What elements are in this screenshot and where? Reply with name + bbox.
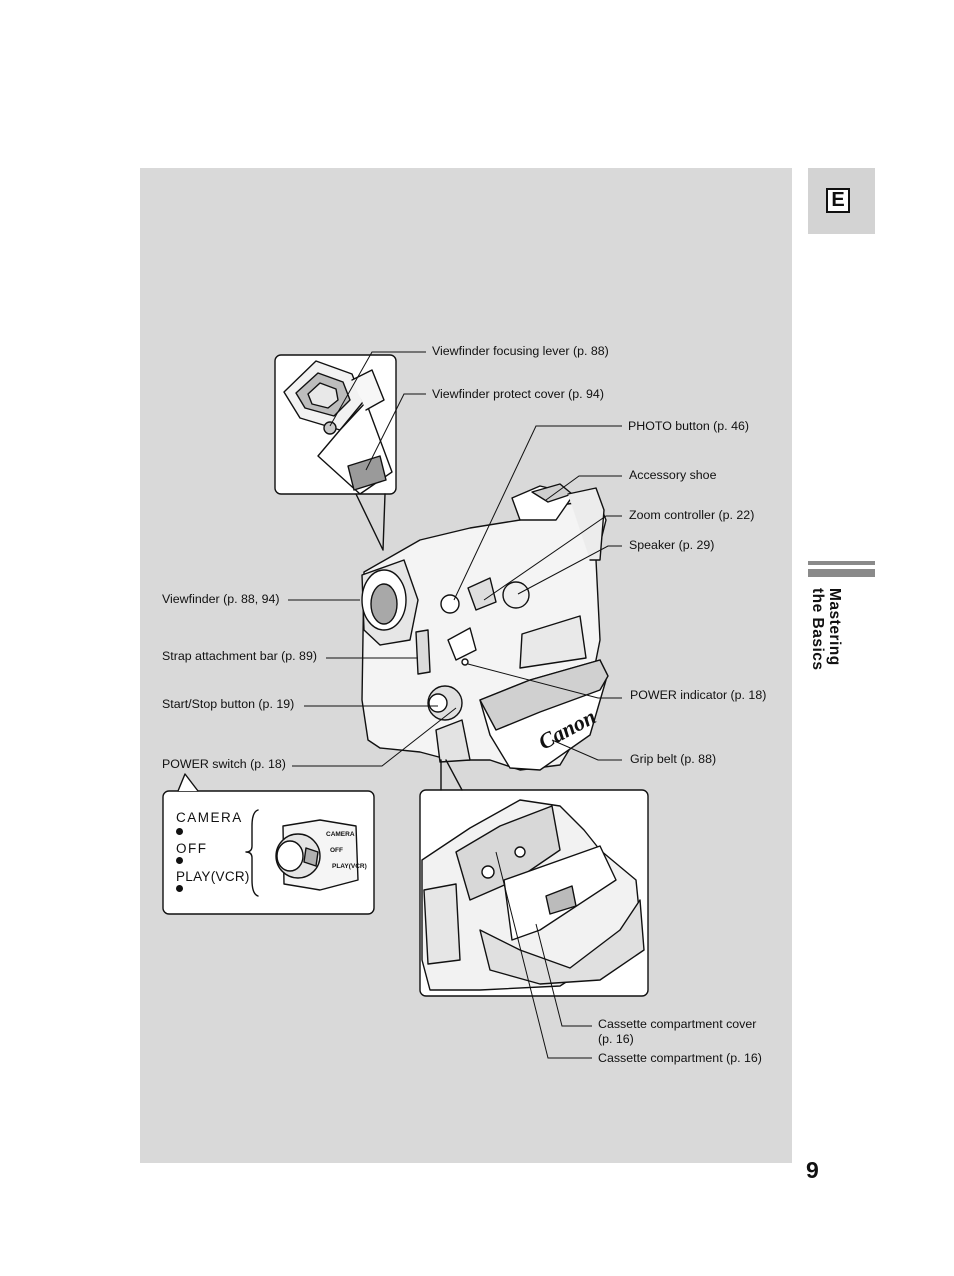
switch-dial-labels: CAMERA OFF PLAY(VCR) bbox=[326, 831, 367, 870]
label-start-stop-button: Start/Stop button (p. 19) bbox=[162, 697, 295, 711]
label-cassette-compartment: Cassette compartment (p. 16) bbox=[598, 1051, 762, 1065]
switch-position-dot bbox=[176, 857, 183, 864]
label-viewfinder-protect-cover: Viewfinder protect cover (p. 94) bbox=[432, 387, 604, 401]
viewfinder-closeup-drawing bbox=[283, 360, 393, 495]
switch-position-off: OFF bbox=[176, 841, 208, 856]
label-cassette-compartment-cover-page: (p. 16) bbox=[598, 1032, 634, 1046]
switch-position-play-vcr: PLAY(VCR) bbox=[176, 869, 250, 884]
dial-label-play: PLAY(VCR) bbox=[332, 863, 367, 870]
switch-position-dot bbox=[176, 885, 183, 892]
label-power-switch: POWER switch (p. 18) bbox=[162, 757, 286, 771]
label-strap-attachment-bar: Strap attachment bar (p. 89) bbox=[162, 649, 317, 663]
cassette-compartment-drawing bbox=[421, 799, 645, 991]
section-title-line2: the Basics bbox=[809, 588, 826, 671]
dial-label-off: OFF bbox=[330, 847, 343, 854]
section-bar bbox=[808, 561, 875, 565]
label-viewfinder: Viewfinder (p. 88, 94) bbox=[162, 592, 280, 606]
label-viewfinder-focusing-lever: Viewfinder focusing lever (p. 88) bbox=[432, 344, 609, 358]
page-number: 9 bbox=[806, 1157, 819, 1183]
section-bar bbox=[808, 569, 875, 573]
label-grip-belt: Grip belt (p. 88) bbox=[630, 752, 717, 766]
section-bar bbox=[808, 573, 875, 577]
section-title-line1: Mastering bbox=[826, 588, 843, 666]
language-tab-letter: E bbox=[826, 188, 850, 213]
label-power-indicator: POWER indicator (p. 18) bbox=[630, 688, 767, 702]
label-zoom-controller: Zoom controller (p. 22) bbox=[629, 508, 755, 522]
switch-position-dot bbox=[176, 828, 183, 835]
section-title: Mastering the Basics bbox=[809, 588, 843, 671]
label-photo-button: PHOTO button (p. 46) bbox=[628, 419, 749, 433]
camcorder-drawing bbox=[361, 483, 609, 771]
callout-lines bbox=[288, 351, 622, 1059]
power-switch-closeup-drawing bbox=[245, 809, 359, 897]
dial-label-camera: CAMERA bbox=[326, 831, 355, 838]
switch-position-camera: CAMERA bbox=[176, 810, 243, 825]
label-accessory-shoe: Accessory shoe bbox=[629, 468, 717, 482]
label-speaker: Speaker (p. 29) bbox=[629, 538, 715, 552]
label-cassette-compartment-cover: Cassette compartment cover bbox=[598, 1017, 757, 1031]
